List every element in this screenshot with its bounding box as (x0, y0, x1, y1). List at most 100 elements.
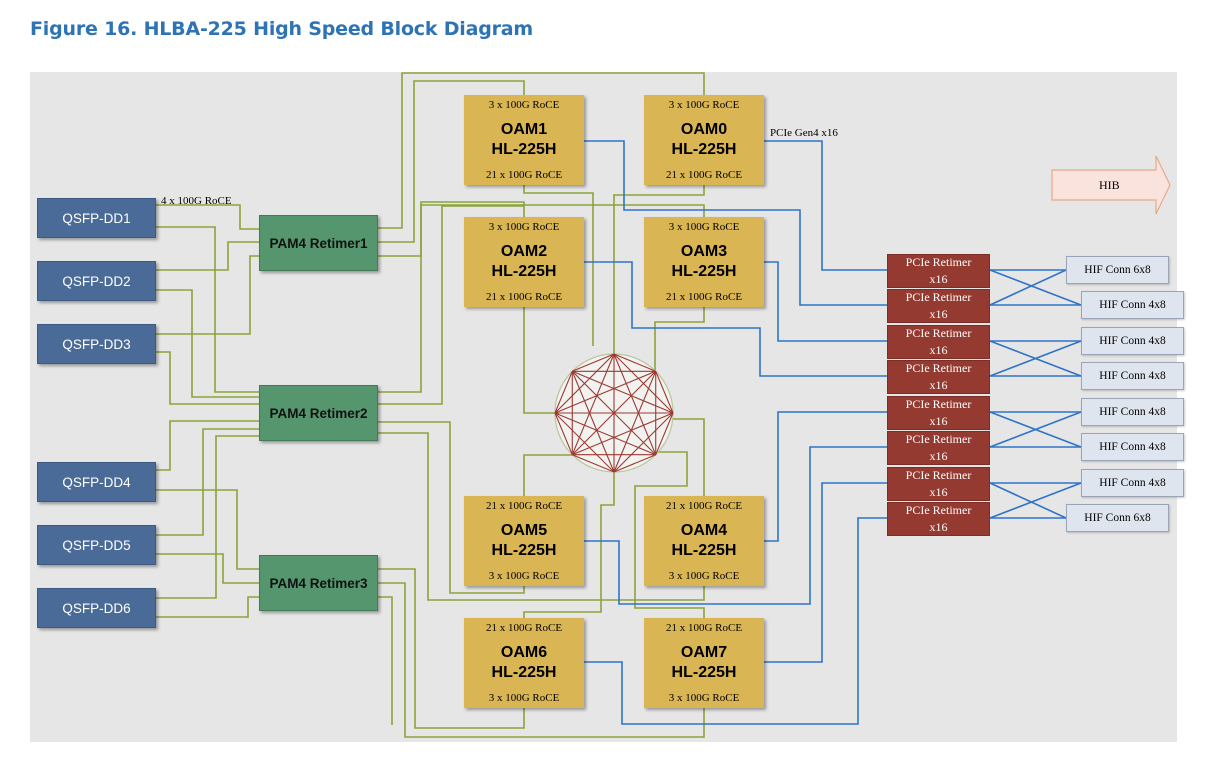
pcie-link-6 (584, 446, 887, 605)
oam6-top-link: 21 x 100G RoCE (485, 622, 563, 634)
roce-link-5 (156, 255, 259, 335)
pcie-link-22 (989, 482, 1067, 519)
oam2-chip: HL-225H (491, 263, 557, 280)
oam2-top-link: 3 x 100G RoCE (488, 221, 560, 233)
mesh-link-5-6 (554, 412, 573, 455)
pcie-link-10 (989, 269, 1082, 306)
roce-link-2 (156, 226, 259, 393)
pam4-retimer3: PAM4 Retimer3 (259, 555, 378, 611)
roce-link-17 (378, 205, 524, 405)
oam-mesh-interconnect (554, 353, 674, 473)
hif-conn-5: HIF Conn 4x8 (1081, 398, 1184, 426)
oam2-name: OAM2 (500, 243, 548, 260)
mesh-link-2-3 (655, 412, 674, 455)
hif-conn-4: HIF Conn 4x8 (1081, 362, 1184, 390)
oam5-top-link: 21 x 100G RoCE (485, 500, 563, 512)
oam5-bottom-link: 3 x 100G RoCE (488, 570, 560, 582)
qsfp-dd5: QSFP-DD5 (37, 525, 156, 565)
oam3-chip: HL-225H (671, 263, 737, 280)
hif-conn-1: HIF Conn 6x8 (1066, 256, 1169, 284)
pcie-link-15 (989, 340, 1082, 377)
roce-link-9 (156, 428, 259, 536)
roce-link-12 (156, 596, 259, 618)
roce-link-7 (156, 420, 259, 471)
oam7-name: OAM7 (680, 644, 728, 661)
mesh-link-2-7 (572, 370, 674, 414)
roce-link-20 (378, 568, 525, 729)
pcie-link-1 (764, 140, 887, 271)
hif-conn-8: HIF Conn 6x8 (1066, 504, 1169, 532)
oam3-name: OAM3 (680, 243, 728, 260)
roce-link-16 (378, 204, 705, 393)
oam0-top-link: 3 x 100G RoCE (668, 99, 740, 111)
roce-link-26 (654, 307, 705, 370)
oam4-bottom-link: 3 x 100G RoCE (668, 570, 740, 582)
figure-title: Figure 16. HLBA-225 High Speed Block Dia… (30, 18, 534, 40)
pcie-link-5 (764, 411, 887, 542)
mesh-link-6-7 (554, 371, 573, 414)
oam4-name: OAM4 (680, 522, 728, 539)
hif-conn-3: HIF Conn 4x8 (1081, 327, 1184, 355)
pcie-link-11 (989, 269, 1067, 306)
qsfp-dd4: QSFP-DD4 (37, 462, 156, 502)
roce-link-30 (634, 451, 705, 618)
oam2-bottom-link: 21 x 100G RoCE (485, 291, 563, 303)
hif-conn-6: HIF Conn 4x8 (1081, 433, 1184, 461)
roce-link-10 (156, 553, 259, 584)
oam7-top-link: 21 x 100G RoCE (665, 622, 743, 634)
pcie-link-3 (764, 261, 887, 342)
oam4-top-link: 21 x 100G RoCE (665, 500, 743, 512)
roce-link-13 (378, 72, 705, 229)
roce-link-6 (156, 351, 259, 405)
hif-conn-7: HIF Conn 4x8 (1081, 469, 1184, 497)
oam1-name: OAM1 (500, 121, 548, 138)
qsfp-dd6: QSFP-DD6 (37, 588, 156, 628)
roce-link-27 (523, 454, 572, 496)
oam0-bottom-link: 21 x 100G RoCE (665, 169, 743, 181)
roce-link-11 (156, 435, 259, 599)
hif-conn-2: HIF Conn 4x8 (1081, 291, 1184, 319)
oam3-top-link: 3 x 100G RoCE (668, 221, 740, 233)
roce-link-8 (156, 489, 259, 570)
hib-label: HIB (1099, 178, 1120, 192)
mesh-link-0-7 (572, 353, 615, 372)
oam6-chip: HL-225H (491, 664, 557, 681)
roce-link-25 (523, 307, 555, 414)
mesh-link-3-7 (571, 370, 657, 456)
pcie-link-8 (584, 517, 887, 725)
qsfp-dd3: QSFP-DD3 (37, 324, 156, 364)
pcie-link-7 (764, 482, 887, 663)
qsfp-dd2: QSFP-DD2 (37, 261, 156, 301)
roce-link-4 (156, 289, 259, 398)
roce-link-24 (613, 185, 705, 354)
oam6-name: OAM6 (500, 644, 548, 661)
hib-arrow-shape (1051, 155, 1171, 215)
oam7-chip: HL-225H (671, 664, 737, 681)
pcie-link-23 (989, 482, 1082, 519)
mesh-link-4-6 (554, 412, 615, 473)
pcie-link-2 (584, 140, 887, 306)
roce-link-28 (673, 418, 705, 496)
pcie-links (584, 140, 1082, 725)
oam6-bottom-link: 3 x 100G RoCE (488, 692, 560, 704)
oam1-chip: HL-225H (491, 141, 557, 158)
roce-link-29 (523, 472, 615, 618)
roce-link-14 (378, 80, 525, 243)
oam1-top-link: 3 x 100G RoCE (488, 99, 560, 111)
oam0-name: OAM0 (680, 121, 728, 138)
mesh-link-3-4 (613, 454, 656, 473)
roce-link-18 (378, 421, 525, 594)
